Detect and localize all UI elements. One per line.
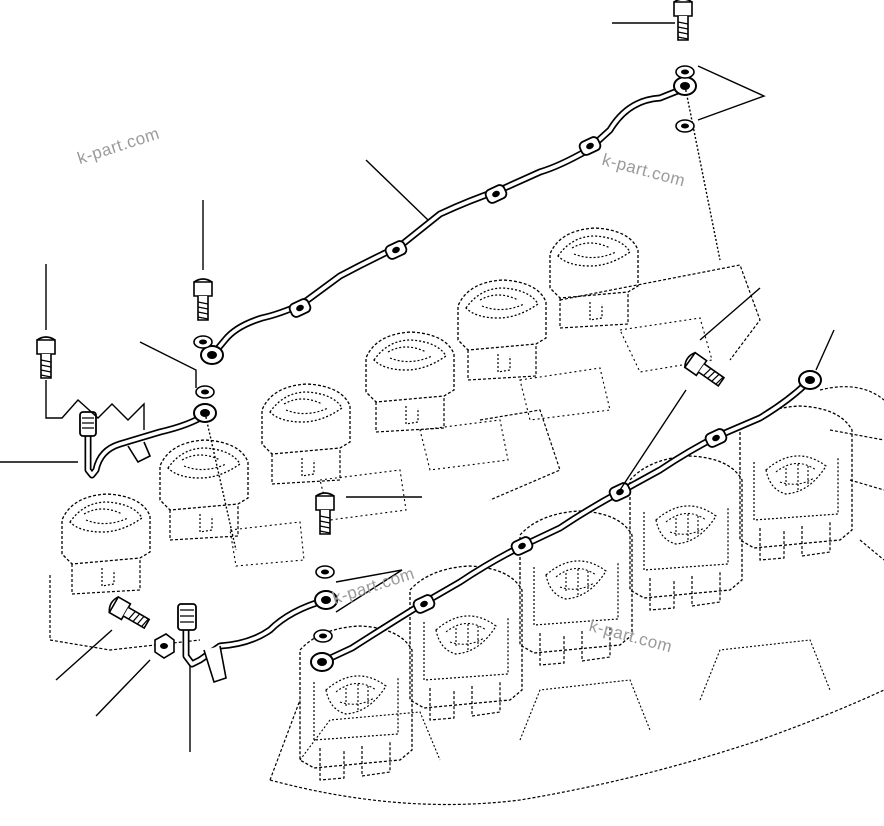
lower-fuel-pipe	[310, 370, 822, 672]
upper-fuel-pipe	[200, 76, 721, 365]
hardware	[36, 0, 728, 659]
leader-lines	[0, 22, 835, 752]
lower-injection-blocks	[269, 386, 884, 806]
left-return-pipe	[79, 403, 237, 551]
left-connector-pipe	[177, 590, 338, 684]
